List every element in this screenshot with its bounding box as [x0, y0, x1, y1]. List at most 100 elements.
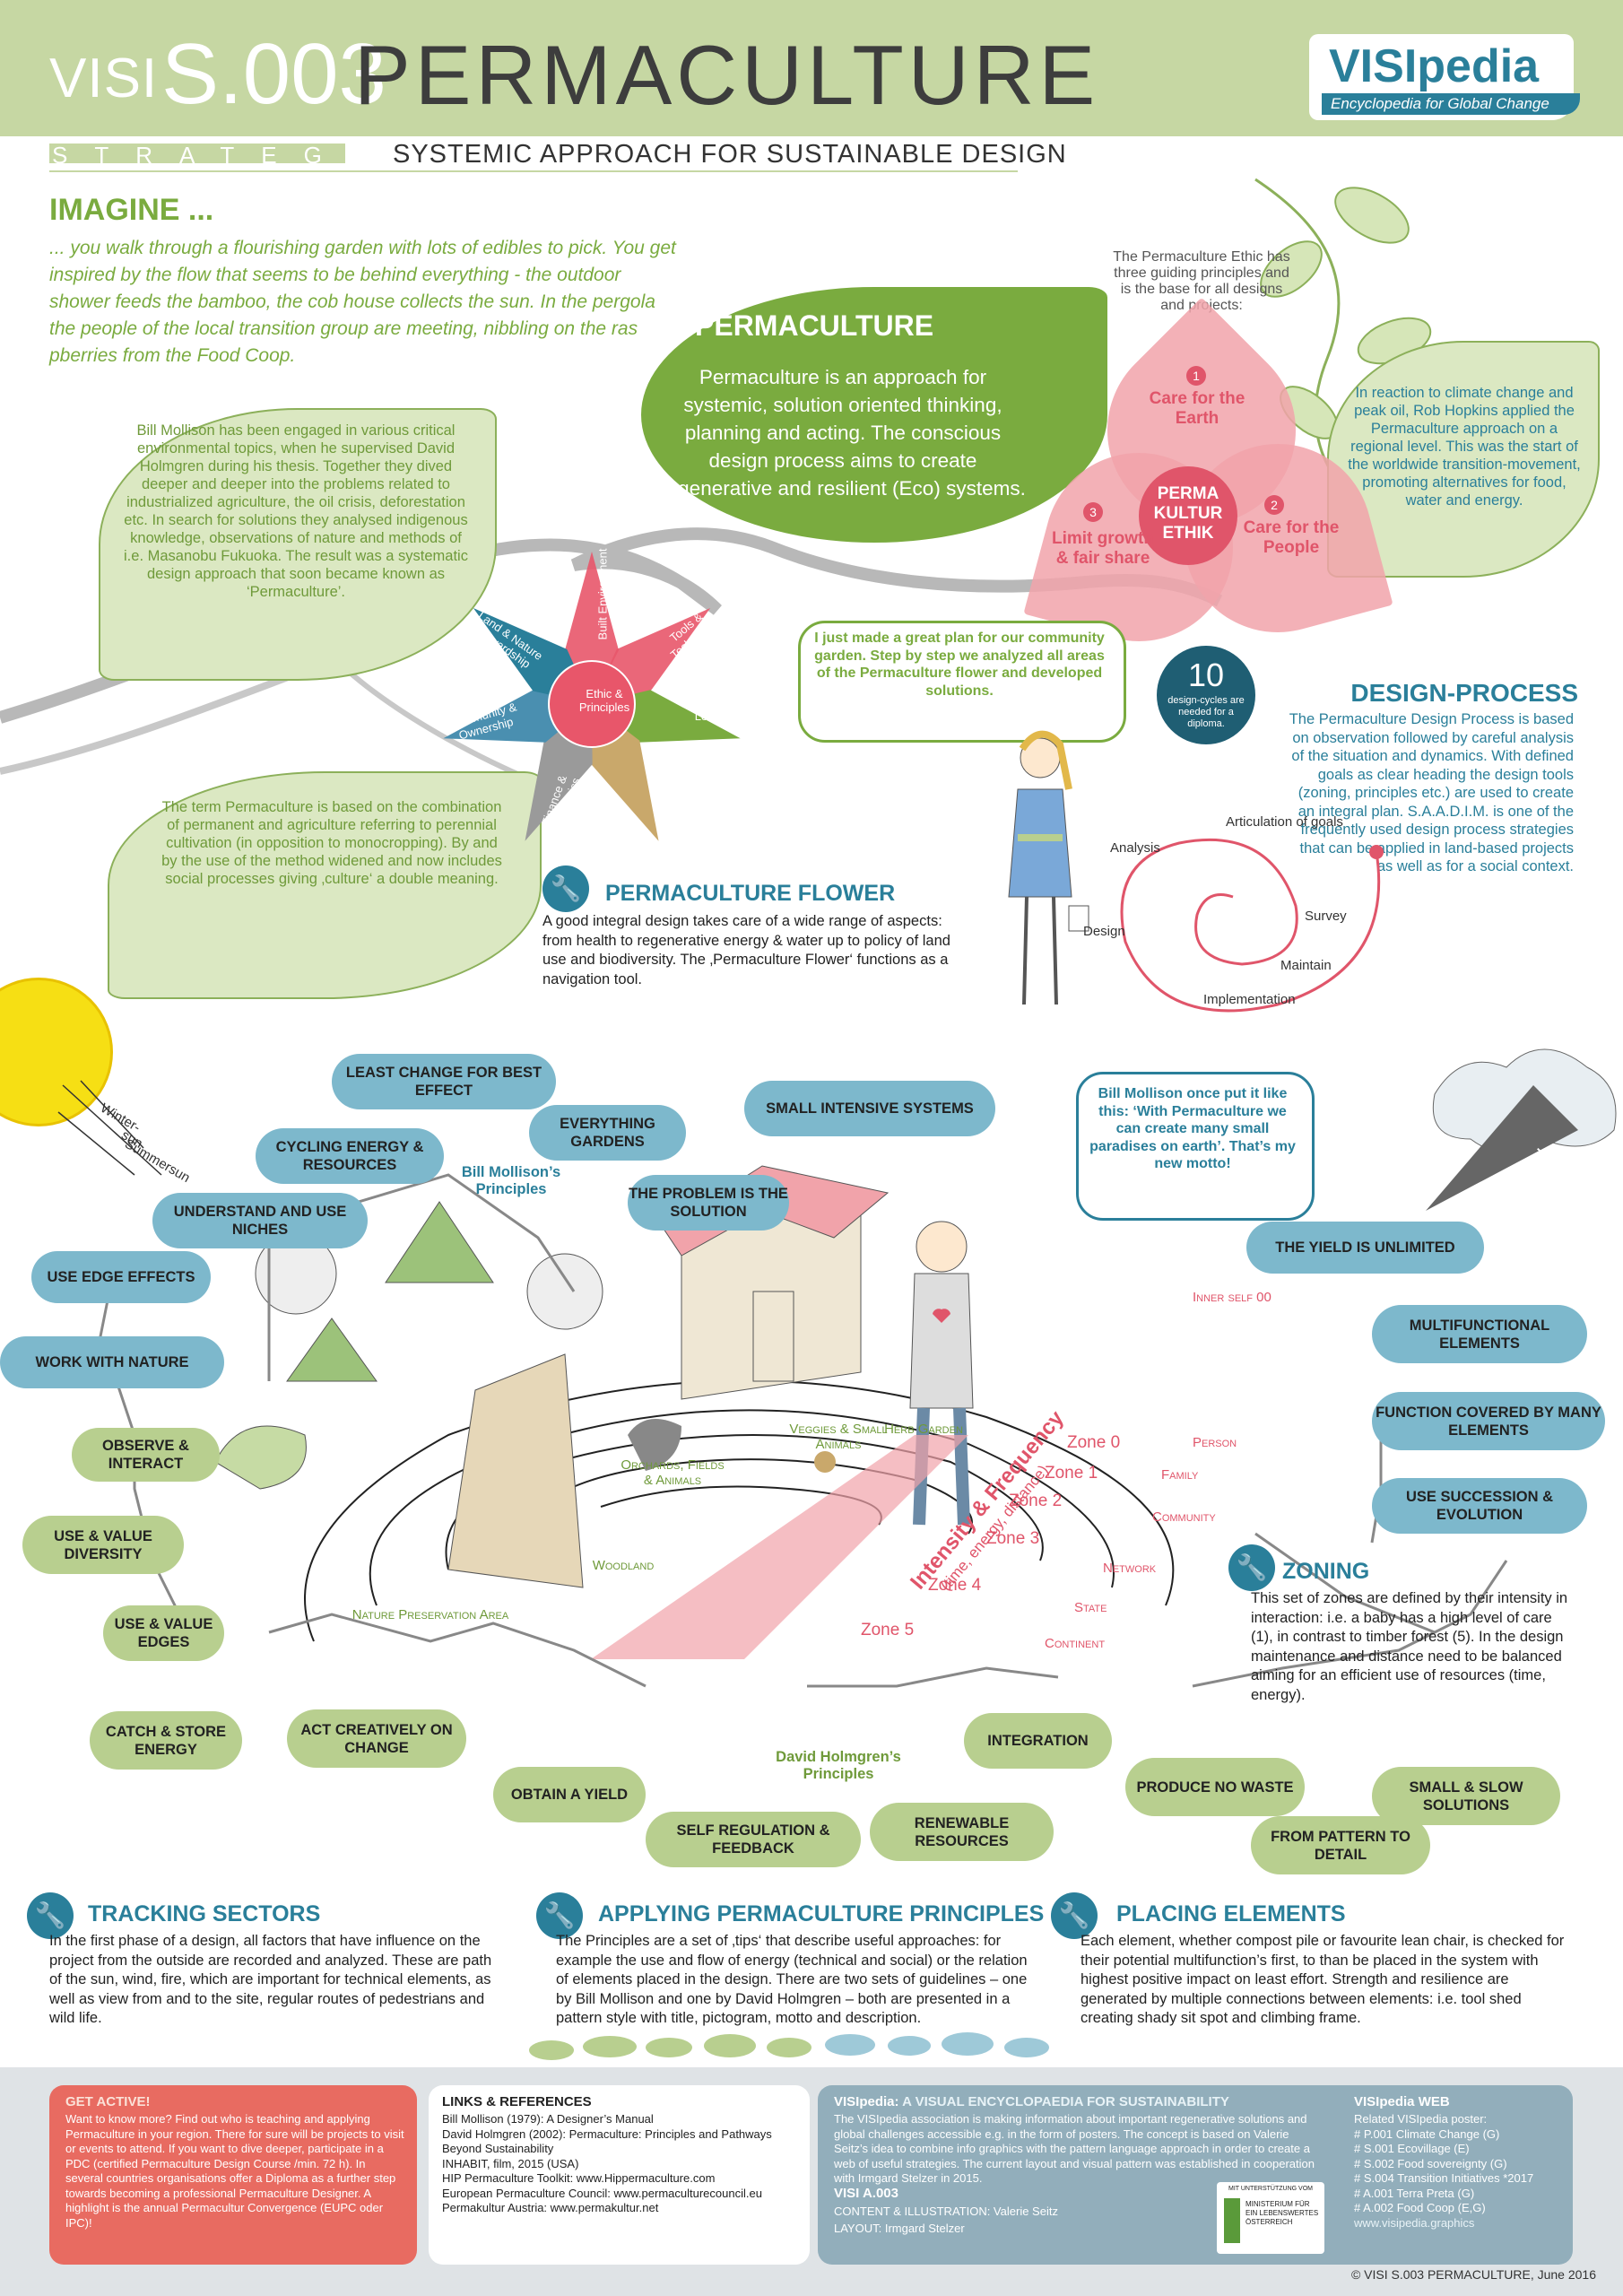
- hopkins-text: In reaction to climate change and peak o…: [1348, 385, 1581, 509]
- wrench-icon: 🔧: [536, 1892, 583, 1939]
- link-item[interactable]: Bill Mollison (1979): A Designer’s Manua…: [442, 2112, 654, 2126]
- saadim-survey: Survey: [1305, 909, 1347, 924]
- principle-act-creatively: ACT CREATIVELY ON CHANGE: [287, 1709, 466, 1768]
- placing-text: Each element, whether compost pile or fa…: [1081, 1933, 1565, 2026]
- visipedia-panel: VISIpedia: A VISUAL ENCYCLOPAEDIA FOR SU…: [818, 2085, 1573, 2265]
- link-item[interactable]: HIP Permaculture Toolkit: www.Hippermacu…: [442, 2171, 716, 2185]
- get-active-text: Want to know more? Find out who is teach…: [65, 2112, 404, 2230]
- level-family: Family: [1161, 1467, 1199, 1483]
- strategy-label: STRATEGY: [52, 142, 392, 169]
- principle-small-intensive: SMALL INTENSIVE SYSTEMS: [744, 1081, 995, 1136]
- wrench-icon: 🔧: [1051, 1892, 1098, 1939]
- page-subtitle: SYSTEMIC APPROACH FOR SUSTAINABLE DESIGN: [393, 140, 1067, 169]
- link-item[interactable]: Permakultur Austria: www.permakultur.net: [442, 2201, 659, 2214]
- mollison-history-leaf: [99, 408, 497, 681]
- principle-succession: USE SUCCESSION & EVOLUTION: [1372, 1478, 1587, 1534]
- sun-path-arrows: [57, 1080, 162, 1176]
- decor-dot: [888, 2036, 931, 2056]
- web-item[interactable]: # A.001 Terra Preta (G): [1354, 2186, 1475, 2200]
- diploma-badge: [1157, 646, 1255, 744]
- link-item[interactable]: INHABIT, film, 2015 (USA): [442, 2156, 579, 2170]
- principle-use-diversity: USE & VALUE DIVERSITY: [22, 1516, 184, 1574]
- design-process-heading: DESIGN-PROCESS: [1350, 679, 1578, 707]
- principle-cycling-energy: CYCLING ENERGY & RESOURCES: [256, 1128, 444, 1184]
- web-item[interactable]: # S.004 Transition Initiatives *2017: [1354, 2171, 1534, 2185]
- visi-credit-content: CONTENT & ILLUSTRATION: Valerie Seitz: [834, 2205, 1058, 2218]
- flower-label-culture: Culture & Learning: [692, 696, 742, 723]
- links-heading: LINKS & REFERENCES: [442, 2094, 592, 2109]
- web-item[interactable]: # S.001 Ecovillage (E): [1354, 2142, 1470, 2155]
- principle-edge-effects: USE EDGE EFFECTS: [31, 1251, 211, 1303]
- web-heading: VISIpedia WEB: [1354, 2094, 1450, 2109]
- header-divider: [49, 170, 1018, 172]
- area-nature-preservation: Nature Preservation Area: [352, 1607, 509, 1622]
- area-woodland: Woodland: [592, 1558, 655, 1573]
- principle-self-regulation: SELF REGULATION & FEEDBACK: [646, 1812, 861, 1867]
- link-item[interactable]: David Holmgren (2002): Permaculture: Pri…: [442, 2126, 772, 2156]
- permaculture-heading: PERMACULTURE: [695, 309, 934, 342]
- principle-understand-niches: UNDERSTAND AND USE NICHES: [152, 1193, 368, 1248]
- mollison-history-text: Bill Mollison has been engaged in variou…: [124, 422, 468, 600]
- saadim-analysis: Analysis: [1110, 840, 1160, 856]
- area-orchards: Orchards, Fields & Animals: [621, 1457, 725, 1488]
- page-title: PERMACULTURE: [354, 28, 1100, 122]
- principle-least-change: LEAST CHANGE FOR BEST EFFECT: [332, 1054, 556, 1109]
- decor-dot: [583, 2036, 637, 2057]
- principle-problem-solution: THE PROBLEM IS THE SOLUTION: [628, 1175, 789, 1231]
- principle-pattern-detail: FROM PATTERN TO DETAIL: [1251, 1816, 1430, 1874]
- level-person: Person: [1193, 1435, 1237, 1450]
- decor-dot: [529, 2040, 574, 2060]
- visipedia-heading: VISIpedia: A VISUAL ENCYCLOPAEDIA FOR SU…: [834, 2094, 1229, 2109]
- visipedia-logo[interactable]: VISIpedia Encyclopedia for Global Change: [1309, 34, 1580, 120]
- level-continent: Continent: [1045, 1636, 1106, 1651]
- mollison-principles-label: Bill Mollison’s Principles: [461, 1164, 561, 1197]
- visi-credit-layout: LAYOUT: Irmgard Stelzer: [834, 2222, 965, 2235]
- zone-2-label: Zone 2: [1009, 1492, 1063, 1510]
- zone-1-label: Zone 1: [1045, 1464, 1098, 1483]
- permaculture-definition: Permaculture is an approach for systemic…: [660, 366, 1026, 500]
- link-item[interactable]: European Permaculture Council: www.perma…: [442, 2186, 762, 2200]
- web-item[interactable]: # P.001 Climate Change (G): [1354, 2126, 1500, 2141]
- decor-dot: [704, 2034, 756, 2057]
- web-link[interactable]: www.visipedia.graphics: [1354, 2215, 1475, 2230]
- decor-dot: [942, 2032, 994, 2056]
- area-herb-garden: Herb Garden: [884, 1422, 963, 1437]
- principle-small-slow: SMALL & SLOW SOLUTIONS: [1372, 1767, 1560, 1825]
- principle-obtain-yield: OBTAIN A YIELD: [493, 1767, 646, 1822]
- ethic-num-3: 3: [1083, 502, 1103, 522]
- links-list: Bill Mollison (1979): A Designer’s Manua…: [442, 2112, 801, 2216]
- ethic-label-2: Care for the People: [1243, 518, 1340, 557]
- links-panel: LINKS & REFERENCES Bill Mollison (1979):…: [429, 2085, 810, 2265]
- flower-center-label: Ethic & Principles: [578, 687, 630, 714]
- ministry-name: MINISTERIUM FÜR EIN LEBENSWERTES ÖSTERRE…: [1245, 2200, 1319, 2226]
- web-item[interactable]: # S.002 Food sovereignty (G): [1354, 2156, 1507, 2170]
- placing-heading: PLACING ELEMENTS: [1116, 1901, 1346, 1926]
- speech-bubble-mollison-quote-text: Bill Mollison once put it like this: ‘Wi…: [1089, 1086, 1296, 1171]
- zone-4-label: Zone 4: [928, 1576, 982, 1595]
- woman-illustration: [1008, 730, 1089, 1005]
- imagine-heading: IMAGINE ...: [49, 193, 214, 227]
- visipedia-text: The VISIpedia association is making info…: [834, 2112, 1315, 2185]
- visipedia-heading-sub: A VISUAL ENCYCLOPAEDIA FOR SUSTAINABILIT…: [902, 2094, 1229, 2109]
- visipedia-heading-name: VISIpedia:: [834, 2094, 899, 2109]
- term-leaf: [108, 771, 542, 999]
- design-process-text: The Permaculture Design Process is based…: [1289, 711, 1574, 874]
- applying-heading: APPLYING PERMACULTURE PRINCIPLES: [598, 1901, 1045, 1926]
- permaculture-flower-text: A good integral design takes care of a w…: [542, 913, 950, 987]
- web-list: Related VISIpedia poster: # P.001 Climat…: [1354, 2112, 1560, 2231]
- principle-no-waste: PRODUCE NO WASTE: [1125, 1758, 1305, 1816]
- zoning-text: This set of zones are defined by their i…: [1251, 1590, 1568, 1703]
- copyright: © VISI S.003 PERMACULTURE, June 2016: [1350, 2267, 1596, 2282]
- web-item[interactable]: # A.002 Food Coop (E,G): [1354, 2201, 1486, 2214]
- zone-5-label: Zone 5: [861, 1621, 915, 1639]
- header-visi: VISI: [49, 48, 159, 109]
- decor-dot: [825, 2034, 875, 2056]
- holmgren-principles-label: David Holmgren’s Principles: [776, 1749, 901, 1782]
- logo-tagline: Encyclopedia for Global Change: [1322, 93, 1580, 115]
- ethic-label-3: Limit growth & fair share: [1052, 529, 1154, 568]
- permaculture-flower-diagram: [443, 552, 741, 841]
- saadim-articulation: Articulation of goals: [1226, 814, 1343, 830]
- saadim-design: Design: [1083, 924, 1125, 939]
- decor-dot: [646, 2038, 692, 2057]
- decor-dot: [1004, 2038, 1049, 2057]
